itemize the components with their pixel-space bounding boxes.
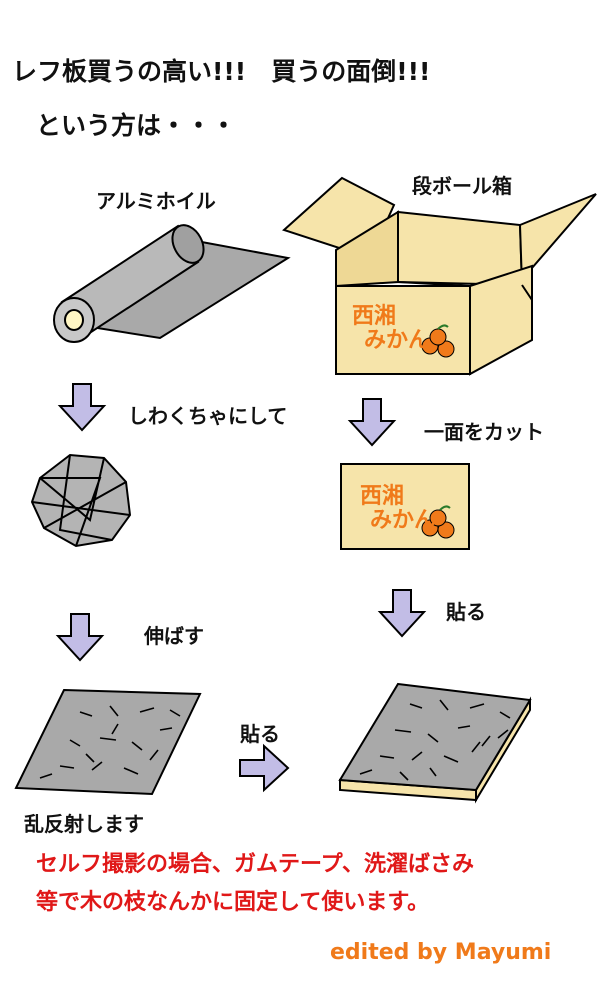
arrow-down-foil [57,383,107,432]
box-print-line-1: 西湘 [352,304,397,329]
crumpled-foil-illustration [30,453,132,548]
label-diffuse: 乱反射します [24,812,144,836]
heading-line-1: レフ板買うの高い!!! 買うの面倒!!! [12,57,431,86]
flattened-foil-illustration [14,688,202,796]
oranges-on-box [421,324,455,358]
label-cut-face: 一面をカット [424,420,544,444]
label-paste-middle: 貼る [240,722,280,746]
reflector-board-illustration [338,682,532,804]
note-line-1: セルフ撮影の場合、ガムテープ、洗濯ばさみ [36,852,475,877]
heading-line-2: という方は・・・ [36,111,237,140]
arrow-right-paste [239,743,290,793]
label-crumple: しわくちゃにして [128,404,288,428]
note-line-2: 等で木の枝なんかに固定して使います。 [36,890,430,915]
panel-print-line-1: 西湘 [360,484,405,509]
label-stretch: 伸ばす [144,624,204,648]
arrow-down-panel [377,589,427,638]
credit: edited by Mayumi [330,940,552,965]
label-box: 段ボール箱 [412,174,512,198]
label-paste-right: 貼る [446,600,486,624]
foil-roll-illustration [53,224,291,343]
cardboard-box-illustration [282,176,597,376]
box-print-line-2: みかん [364,328,431,353]
panel-print-line-2: みかん [370,508,437,533]
cut-panel-illustration [340,463,470,550]
arrow-down-box [347,398,397,447]
arrow-down-crumpled [55,613,105,662]
label-foil: アルミホイル [96,189,216,213]
